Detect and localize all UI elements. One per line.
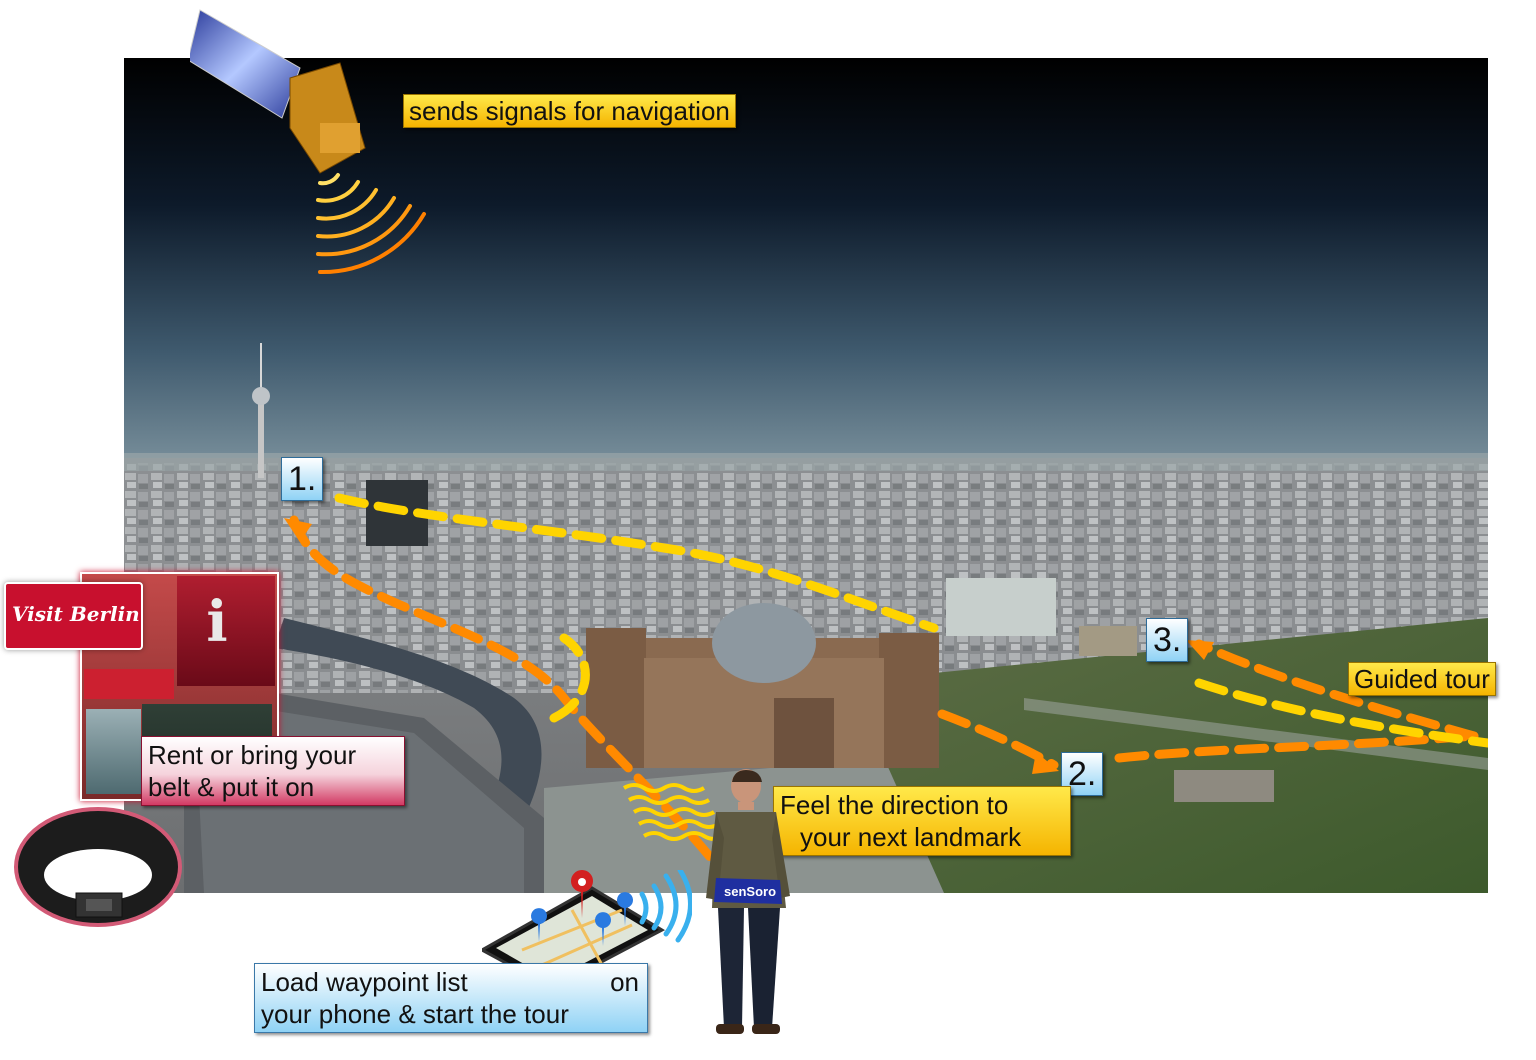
- satellite-label: sends signals for navigation: [403, 94, 736, 128]
- arrow-2: [1032, 752, 1059, 774]
- feel-direction-line-1: Feel the direction to: [780, 790, 1009, 820]
- waypoint-2-badge: 2.: [1061, 752, 1104, 796]
- belt-icon: [14, 807, 182, 927]
- belt-on-person: [714, 878, 782, 904]
- waypoint-3-badge: 3.: [1146, 618, 1189, 662]
- load-waypoints-line-2: your phone & start the tour: [261, 999, 569, 1029]
- load-waypoints-line-1a: Load waypoint list: [261, 967, 468, 997]
- feel-direction-label: Feel the direction to your next landmark: [773, 786, 1071, 856]
- route-yellow-tour: [334, 493, 1488, 748]
- load-waypoints-line-1b: on: [610, 967, 639, 997]
- load-waypoints-line-1: Load waypoint list on: [261, 966, 641, 998]
- vibration-waves: [622, 783, 726, 841]
- rent-belt-line-2: belt & put it on: [148, 772, 315, 802]
- info-sign-icon: i: [206, 589, 228, 655]
- rent-belt-label: Rent or bring your belt & put it on: [141, 736, 405, 806]
- reichstag-building: [586, 603, 939, 768]
- belt-brand-text: senSoro: [724, 884, 776, 899]
- arrow-3: [1186, 640, 1214, 660]
- person-figure: senSoro: [706, 769, 790, 1034]
- load-waypoints-label: Load waypoint list on your phone & start…: [254, 963, 648, 1033]
- rent-belt-line-1: Rent or bring your: [148, 740, 357, 770]
- feel-direction-line-2: your next landmark: [800, 822, 1022, 852]
- tv-tower: [252, 343, 270, 478]
- visit-berlin-logo-text: Visit Berlin: [12, 602, 140, 626]
- arrow-1: [284, 518, 312, 542]
- waypoint-1-badge: 1.: [281, 457, 324, 501]
- route-orange-main: [289, 515, 1479, 893]
- satellite-icon: [190, 9, 426, 275]
- guided-tour-label: Guided tour: [1348, 662, 1496, 696]
- brandenburg-gate: [1079, 626, 1137, 656]
- visit-berlin-logo: Visit Berlin: [4, 582, 143, 650]
- map-pins: [531, 870, 633, 946]
